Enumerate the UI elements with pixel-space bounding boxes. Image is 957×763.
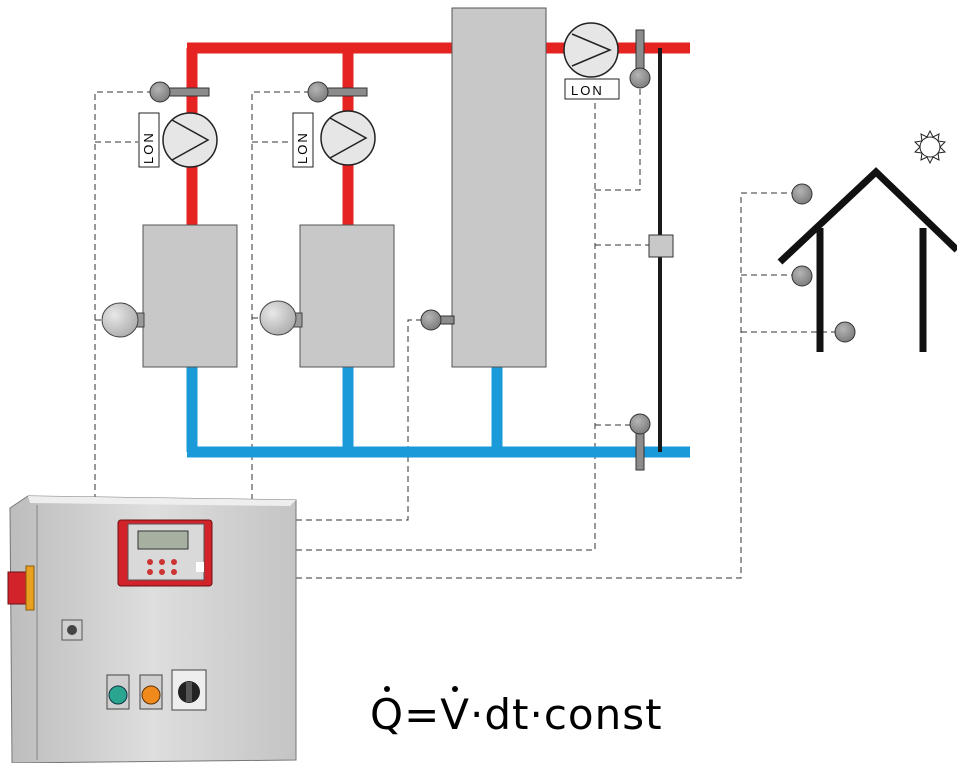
formula-q: Q [370, 686, 405, 739]
pump-icon [320, 110, 376, 166]
lon-text-2: LON [295, 131, 310, 164]
sensor-icon [149, 81, 210, 103]
lon-text-3: LON [571, 83, 604, 98]
heat-quantity-formula: Q=V·dt·const [370, 686, 663, 739]
control-lines [94, 80, 836, 579]
buffer-tank [451, 7, 547, 368]
boiler-1 [142, 224, 238, 368]
formula-equals: = [404, 690, 441, 739]
flow-pipe-network [186, 42, 690, 228]
bypass-sensor-box [648, 234, 674, 258]
sensor-icon [307, 81, 368, 103]
sensor-icon [629, 413, 651, 471]
burner-1 [101, 302, 145, 338]
pump-icon [563, 22, 619, 78]
burner-2 [259, 300, 303, 336]
lon-label-1: LON [138, 112, 160, 168]
lon-label-3: LON [564, 78, 620, 100]
sun-icon [913, 129, 947, 165]
house-icon [777, 167, 957, 352]
sensor-icon [791, 265, 813, 287]
sensor-icon [629, 29, 651, 89]
pump-icon [162, 112, 218, 168]
formula-rest: ·dt·const [470, 690, 663, 739]
control-cabinet-icon [7, 495, 297, 763]
sensor-icon [834, 321, 856, 343]
return-pipe-network [186, 365, 690, 458]
sensor-icon [420, 309, 455, 331]
lon-text-1: LON [141, 131, 156, 164]
boiler-2 [299, 224, 395, 368]
sensor-icon [791, 183, 813, 205]
formula-v: V [440, 686, 470, 739]
lon-label-2: LON [292, 112, 314, 168]
